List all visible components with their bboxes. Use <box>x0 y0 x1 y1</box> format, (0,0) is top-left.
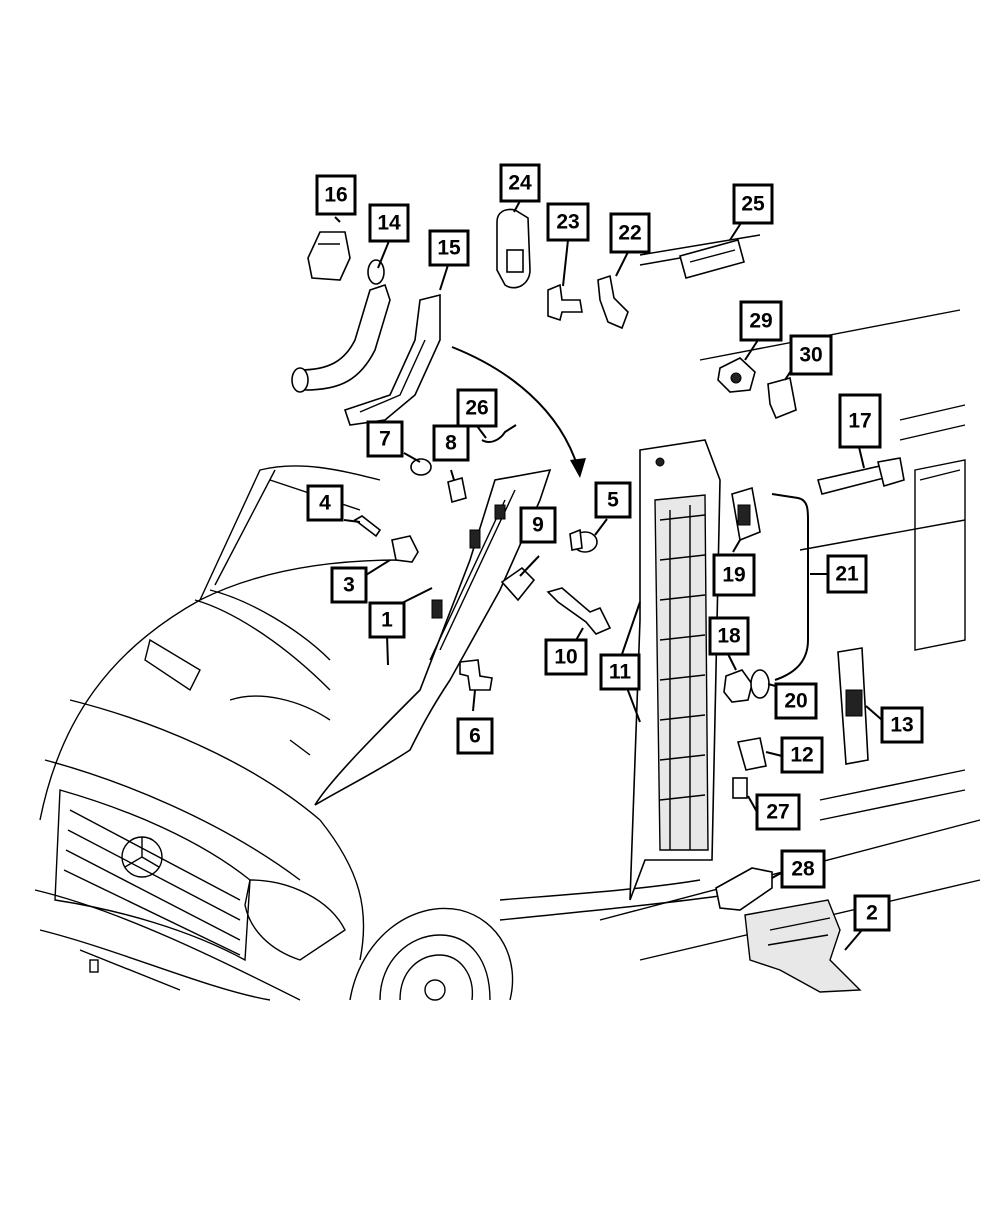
handle-cover <box>307 231 351 281</box>
callout-3-label: 3 <box>343 574 355 597</box>
callout-1: 1 <box>368 601 406 639</box>
callout-23: 23 <box>546 202 590 242</box>
callout-15-label: 15 <box>437 237 461 260</box>
switch-module <box>679 239 745 279</box>
callout-10: 10 <box>544 638 588 676</box>
callout-2: 2 <box>853 894 891 932</box>
clip-30 <box>767 376 797 420</box>
callout-27: 27 <box>755 793 801 831</box>
callout-4: 4 <box>306 484 344 522</box>
callout-12-label: 12 <box>790 744 813 767</box>
callout-24: 24 <box>499 163 541 203</box>
callout-30: 30 <box>789 334 833 376</box>
callout-8: 8 <box>432 424 470 462</box>
callout-19: 19 <box>712 553 756 597</box>
callout-27-label: 27 <box>766 801 789 824</box>
seat-belt-bolt <box>816 465 886 495</box>
callout-9-label: 9 <box>532 514 544 537</box>
washer <box>750 669 770 699</box>
bushing <box>447 476 467 504</box>
callout-21-label: 21 <box>835 563 859 586</box>
callout-17: 17 <box>838 393 882 449</box>
callout-10-label: 10 <box>554 646 577 669</box>
callout-26: 26 <box>456 388 498 428</box>
clip-27 <box>732 777 748 799</box>
callout-24-label: 24 <box>508 172 532 195</box>
callout-9: 9 <box>519 506 557 544</box>
callout-16-label: 16 <box>324 184 347 207</box>
callout-30-label: 30 <box>799 344 822 367</box>
callout-25-label: 25 <box>741 193 765 216</box>
cable <box>771 493 809 681</box>
callout-8-label: 8 <box>445 432 457 455</box>
grab-handle <box>298 283 391 391</box>
callout-28-label: 28 <box>791 858 815 881</box>
callout-26-label: 26 <box>465 397 488 420</box>
arrow-head <box>570 458 586 478</box>
callout-25: 25 <box>732 183 774 225</box>
van-body-outline <box>34 234 981 1001</box>
callout-5-label: 5 <box>607 489 619 512</box>
wire <box>481 424 517 443</box>
plug-fastener <box>459 659 493 691</box>
callout-21: 21 <box>826 554 868 594</box>
bracket-28 <box>715 867 773 911</box>
callout-17-label: 17 <box>848 410 871 433</box>
callout-29: 29 <box>739 300 783 342</box>
callout-4-label: 4 <box>319 492 331 515</box>
callout-14: 14 <box>368 203 410 243</box>
clip-12 <box>736 737 767 771</box>
bolt-cap <box>496 208 531 289</box>
callout-13-label: 13 <box>890 714 913 737</box>
callout-2-label: 2 <box>866 902 878 925</box>
callout-19-label: 19 <box>722 564 745 587</box>
bolt <box>547 283 583 322</box>
callout-29-label: 29 <box>749 310 772 333</box>
callout-12: 12 <box>780 736 824 774</box>
bracket <box>597 274 629 330</box>
callout-23-label: 23 <box>556 211 579 234</box>
callout-7-label: 7 <box>379 428 391 451</box>
callout-20: 20 <box>774 682 818 720</box>
callout-1-label: 1 <box>381 609 393 632</box>
callout-15: 15 <box>428 229 470 267</box>
callout-16: 16 <box>315 174 357 216</box>
clip-3 <box>391 535 419 563</box>
callout-7: 7 <box>366 420 404 458</box>
screw-7 <box>410 458 432 476</box>
callout-6: 6 <box>456 717 494 755</box>
pad <box>500 566 536 602</box>
callout-6-label: 6 <box>469 725 481 748</box>
callout-22: 22 <box>609 212 651 254</box>
push-rivet <box>546 587 612 635</box>
callout-18: 18 <box>708 616 750 656</box>
lower-trim-panel <box>744 899 862 993</box>
callout-5: 5 <box>594 481 632 519</box>
callout-18-label: 18 <box>717 625 741 648</box>
screw-4 <box>353 515 382 538</box>
nut <box>723 669 753 703</box>
relocation-arrow <box>451 346 579 469</box>
callout-22-label: 22 <box>618 222 641 245</box>
callout-13: 13 <box>880 706 924 744</box>
callout-11: 11 <box>599 653 641 691</box>
callout-14-label: 14 <box>377 212 401 235</box>
callout-28: 28 <box>780 849 826 889</box>
callout-20-label: 20 <box>784 690 807 713</box>
callout-11-label: 11 <box>609 661 632 684</box>
callout-3: 3 <box>330 566 368 604</box>
a-pillar-trim-left <box>314 468 552 806</box>
